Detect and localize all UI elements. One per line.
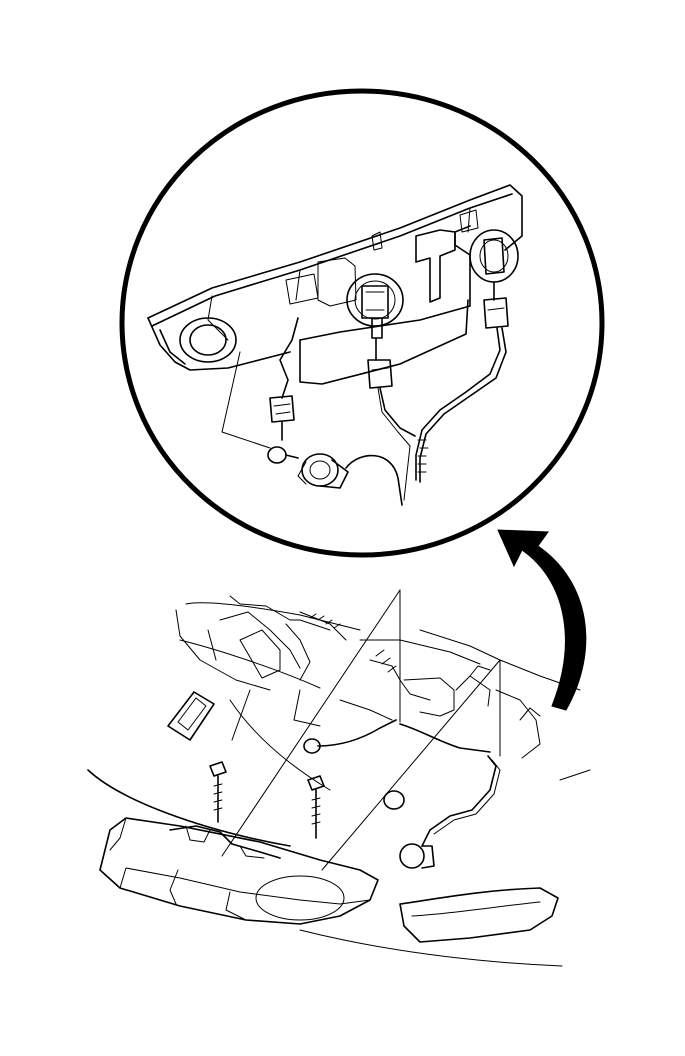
leader-lines xyxy=(221,589,501,871)
side-marker-bulb xyxy=(221,351,299,464)
detail-view xyxy=(119,88,605,558)
side-marker-socket xyxy=(297,453,403,506)
detail-circle xyxy=(119,88,605,558)
curved-arrow-icon xyxy=(497,529,587,711)
bracket-plate xyxy=(167,691,215,741)
mounting-bolt xyxy=(307,775,325,839)
headlamp-bulb-socket xyxy=(346,273,404,389)
wiring-harness-vehicle xyxy=(303,719,501,847)
mounting-bolt xyxy=(209,761,227,823)
vehicle-view xyxy=(87,595,591,967)
front-fascia xyxy=(87,769,291,847)
harness-connector-left xyxy=(269,317,299,441)
headlamp-housing xyxy=(147,184,523,385)
wiring-harness xyxy=(377,327,507,501)
high-beam-bulb-socket xyxy=(469,229,519,329)
headlamp-assembly xyxy=(99,817,379,925)
bulb xyxy=(383,790,435,869)
turn-signal-bulb-socket xyxy=(179,317,237,363)
lower-fascia xyxy=(299,929,563,967)
engine-bay xyxy=(207,611,541,759)
